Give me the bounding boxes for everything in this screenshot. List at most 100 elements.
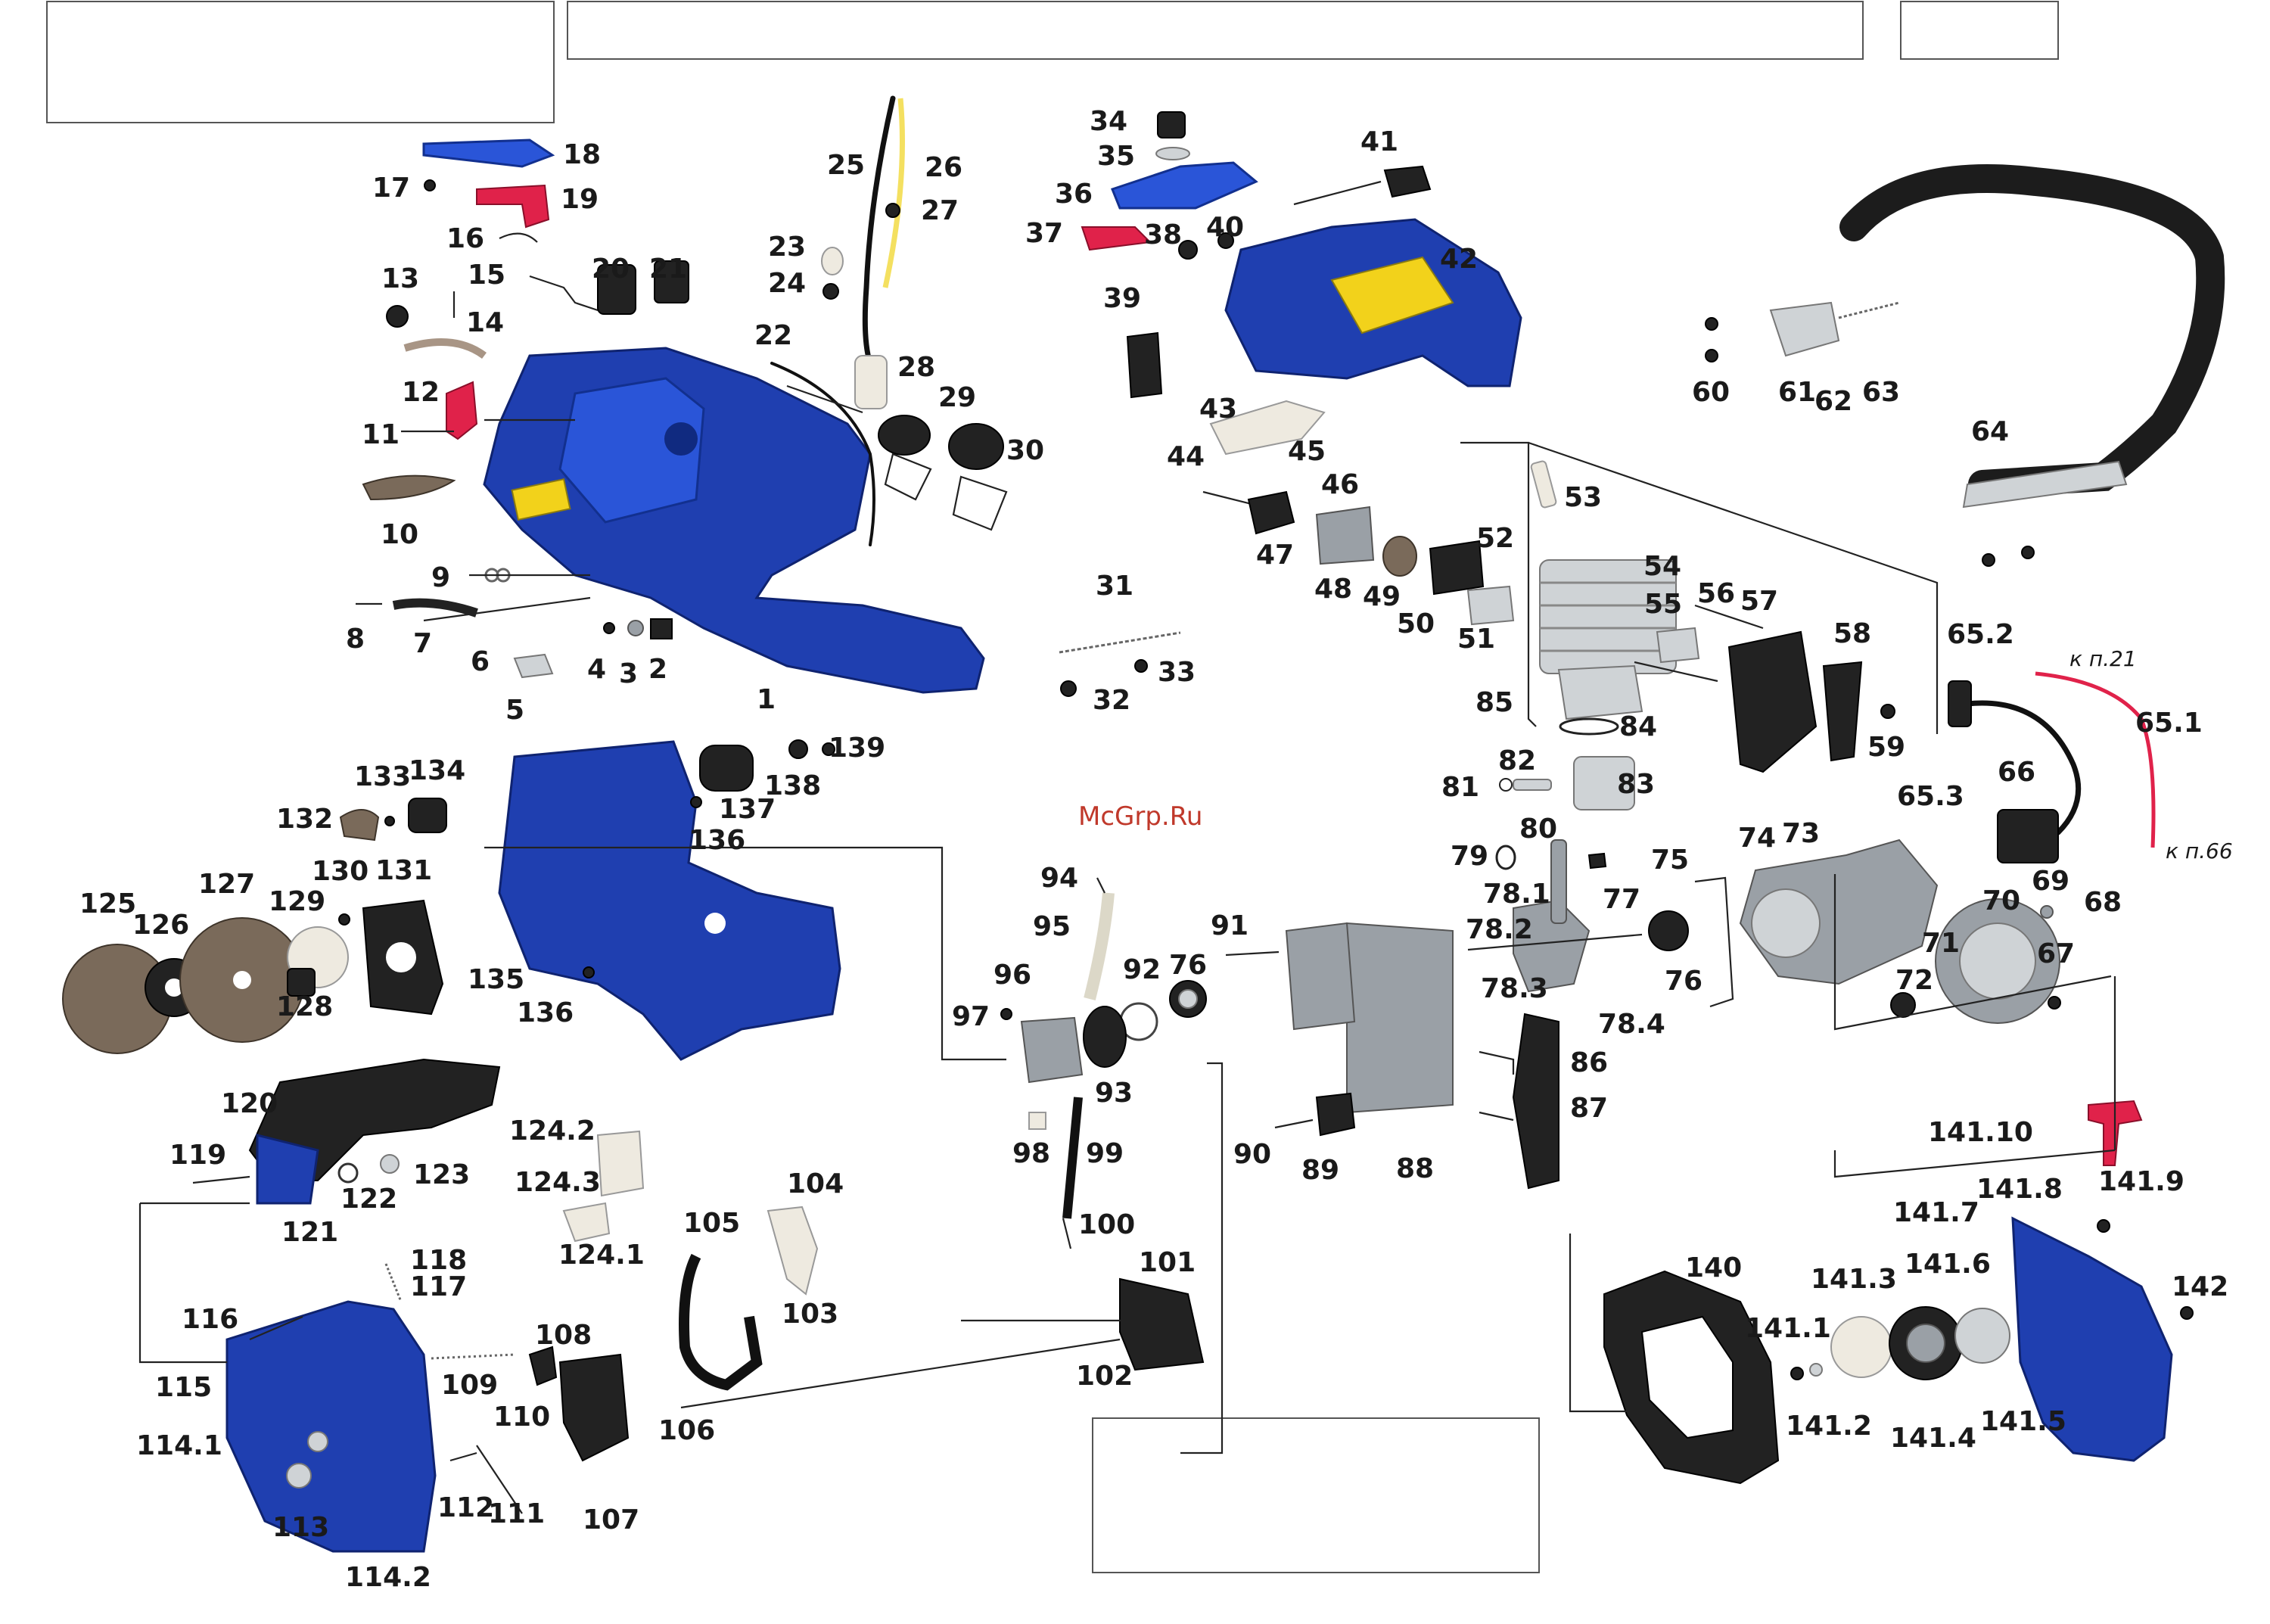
label-70: 70 (1982, 885, 2020, 916)
pin-116 (249, 1315, 303, 1341)
oil-hose-95 (1084, 892, 1115, 1000)
label-10: 10 (381, 519, 418, 550)
screw-136a (690, 796, 702, 808)
label-59: 59 (1867, 732, 1905, 763)
label-84: 84 (1619, 711, 1657, 742)
label-121: 121 (281, 1217, 338, 1248)
label-127: 127 (198, 869, 255, 900)
cap-30 (948, 423, 1004, 470)
label-45: 45 (1288, 436, 1326, 467)
label-60: 60 (1692, 377, 1730, 408)
tank-filler-hole (664, 422, 698, 456)
spring-141-5 (1954, 1308, 2010, 1364)
washer-123 (380, 1154, 400, 1174)
label-129: 129 (269, 886, 325, 917)
label-40: 40 (1206, 212, 1244, 243)
label-108: 108 (535, 1320, 592, 1351)
label-27: 27 (921, 195, 959, 226)
crankcase-side (1285, 922, 1356, 1031)
label-131: 131 (375, 855, 432, 886)
label-122: 122 (340, 1184, 397, 1215)
brake-band-105 (679, 1253, 763, 1391)
label-28: 28 (897, 352, 935, 383)
label-86: 86 (1570, 1047, 1608, 1078)
ignition-coil-65-3 (1997, 809, 2059, 863)
screw-64a (1982, 553, 1995, 567)
warning-sticker (511, 478, 571, 521)
label-76a: 76 (1169, 950, 1207, 981)
header-box-left (46, 1, 555, 123)
screw-33 (1134, 659, 1148, 673)
label-142: 142 (2172, 1271, 2228, 1302)
pulley-141-3 (1830, 1316, 1892, 1378)
nut-113 (286, 1463, 312, 1489)
nut-59 (1880, 704, 1895, 719)
muffler-guard-58 (1822, 661, 1863, 762)
gasket-51 (1466, 585, 1515, 626)
label-141-2: 141.2 (1786, 1411, 1872, 1442)
label-107: 107 (583, 1504, 639, 1535)
bracket-6 (513, 653, 554, 679)
washer-35 (1155, 147, 1190, 160)
label-103: 103 (782, 1299, 838, 1330)
label-55: 55 (1644, 589, 1682, 620)
label-62: 62 (1814, 386, 1852, 417)
label-135: 135 (468, 964, 524, 995)
knob-34 (1157, 111, 1186, 138)
label-17: 17 (372, 173, 410, 204)
label-4: 4 (587, 654, 606, 685)
part-132 (339, 809, 380, 842)
label-114-1: 114.1 (136, 1430, 222, 1461)
label-50: 50 (1397, 608, 1435, 639)
label-52: 52 (1476, 523, 1514, 554)
label-141-3: 141.3 (1811, 1264, 1897, 1295)
label-137: 137 (719, 794, 776, 825)
label-9: 9 (431, 562, 450, 593)
gasket-55 (1656, 627, 1700, 664)
label-78-4: 78.4 (1598, 1009, 1665, 1040)
shaft-78-3 (1467, 933, 1643, 951)
screw-142 (2180, 1306, 2194, 1320)
spring-117 (384, 1263, 403, 1302)
label-120: 120 (221, 1088, 278, 1119)
intake-group (1202, 400, 1515, 626)
label-140: 140 (1685, 1252, 1742, 1283)
part-89 (1315, 1092, 1356, 1137)
label-3: 3 (619, 658, 638, 689)
label-115: 115 (155, 1372, 212, 1403)
label-141-9: 141.9 (2098, 1166, 2184, 1197)
lever-108 (528, 1346, 558, 1386)
oil-pump-group (1000, 877, 1205, 1371)
label-43: 43 (1199, 394, 1237, 425)
label-8: 8 (346, 624, 365, 655)
header-box-center (567, 1, 1864, 60)
screw-119 (192, 1175, 250, 1184)
part-138 (788, 739, 808, 759)
piston-83 (1573, 756, 1635, 810)
label-72: 72 (1895, 965, 1933, 996)
bolt-91 (1225, 950, 1280, 957)
label-79: 79 (1451, 841, 1488, 872)
screw-4 (603, 622, 615, 634)
label-35: 35 (1097, 141, 1135, 172)
oil-pump-96 (1020, 1016, 1084, 1084)
handle-bracket-64 (1962, 460, 2128, 509)
label-106: 106 (658, 1415, 715, 1446)
watermark: McGrp.Ru (1078, 801, 1202, 832)
label-63: 63 (1862, 377, 1900, 408)
bearing-128 (287, 968, 316, 997)
muffler-57 (1727, 630, 1818, 773)
screw-90 (1274, 1118, 1314, 1129)
part-98 (1028, 1112, 1046, 1130)
screw-60b (1705, 349, 1718, 362)
crankcase-half-88 (1346, 922, 1454, 1114)
label-51: 51 (1457, 624, 1495, 655)
air-filter-43 (1209, 400, 1326, 456)
label-101: 101 (1139, 1247, 1196, 1278)
bolt-56 (1694, 604, 1764, 630)
bearing-80 (1587, 852, 1607, 870)
hose-7 (392, 598, 478, 618)
wire-65-1 (2035, 671, 2156, 848)
screw-141-9 (2097, 1219, 2110, 1233)
insulator-50 (1429, 540, 1485, 596)
